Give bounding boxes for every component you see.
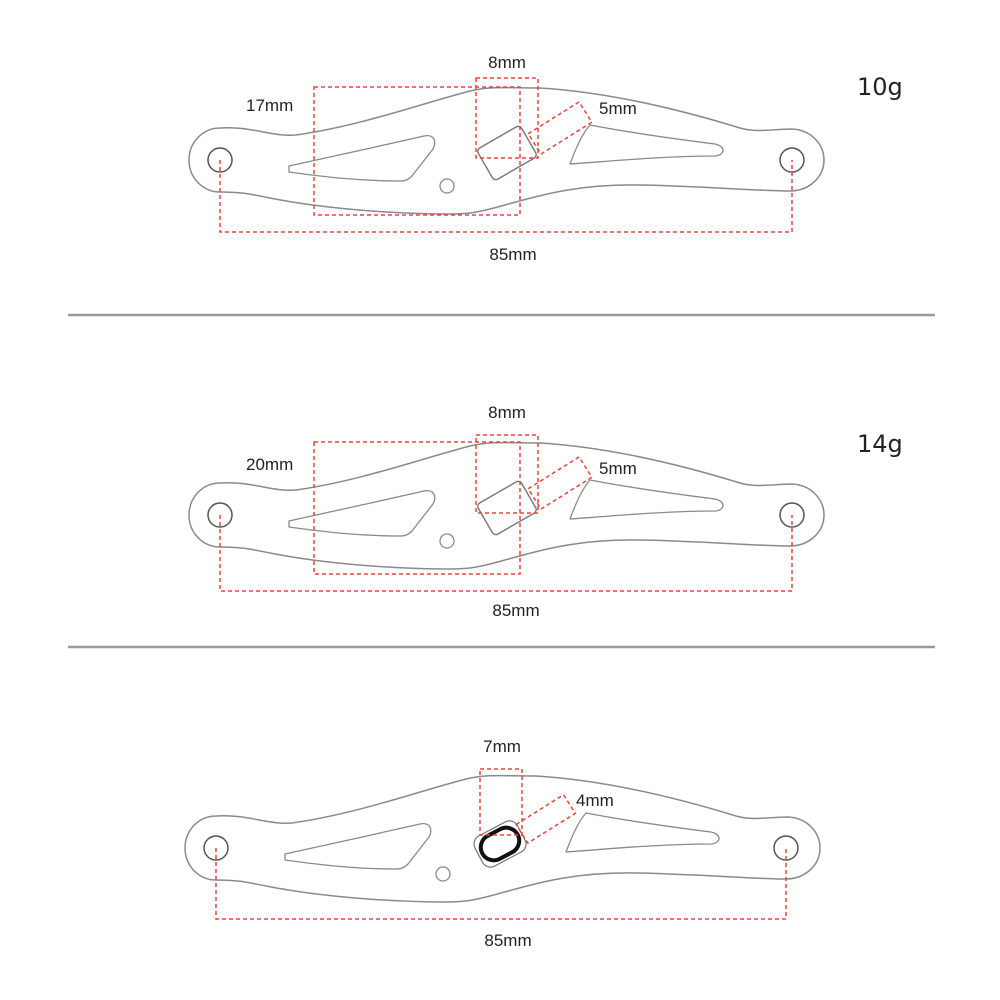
slot-width-box (479, 768, 523, 836)
slot-depth-box (527, 455, 593, 511)
weight-label: 14g (857, 430, 903, 458)
length-bracket (215, 848, 787, 920)
length-label: 85mm (489, 245, 536, 264)
slot-depth-label: 4mm (576, 791, 614, 810)
arm-panel-2: 20mm 8mm 5mm 85mm 14g (188, 403, 903, 620)
dimension-lines (219, 77, 793, 233)
length-label: 85mm (484, 931, 531, 950)
slot-depth-label: 5mm (599, 99, 637, 118)
slot-depth-label: 5mm (599, 459, 637, 478)
length-label: 85mm (492, 601, 539, 620)
weight-slot (477, 125, 537, 181)
weight-slot (477, 480, 537, 536)
arm-panel-3: 7mm 4mm 85mm (184, 737, 821, 950)
weight-label: 10g (857, 73, 903, 101)
side-height-label: 20mm (246, 455, 293, 474)
dimension-lines (219, 434, 793, 592)
slot-depth-box (527, 100, 593, 156)
slot-width-box (475, 434, 539, 514)
arm-panel-1: 17mm 8mm 5mm 85mm 10g (188, 53, 903, 264)
slot-width-label: 8mm (488, 53, 526, 72)
side-height-box (313, 86, 521, 216)
side-height-box (313, 441, 521, 575)
slot-width-label: 8mm (488, 403, 526, 422)
arm-outline (184, 774, 821, 903)
length-bracket (219, 160, 793, 233)
length-bracket (219, 515, 793, 592)
side-height-label: 17mm (246, 96, 293, 115)
slot-width-label: 7mm (483, 737, 521, 756)
slot-width-box (475, 77, 539, 159)
